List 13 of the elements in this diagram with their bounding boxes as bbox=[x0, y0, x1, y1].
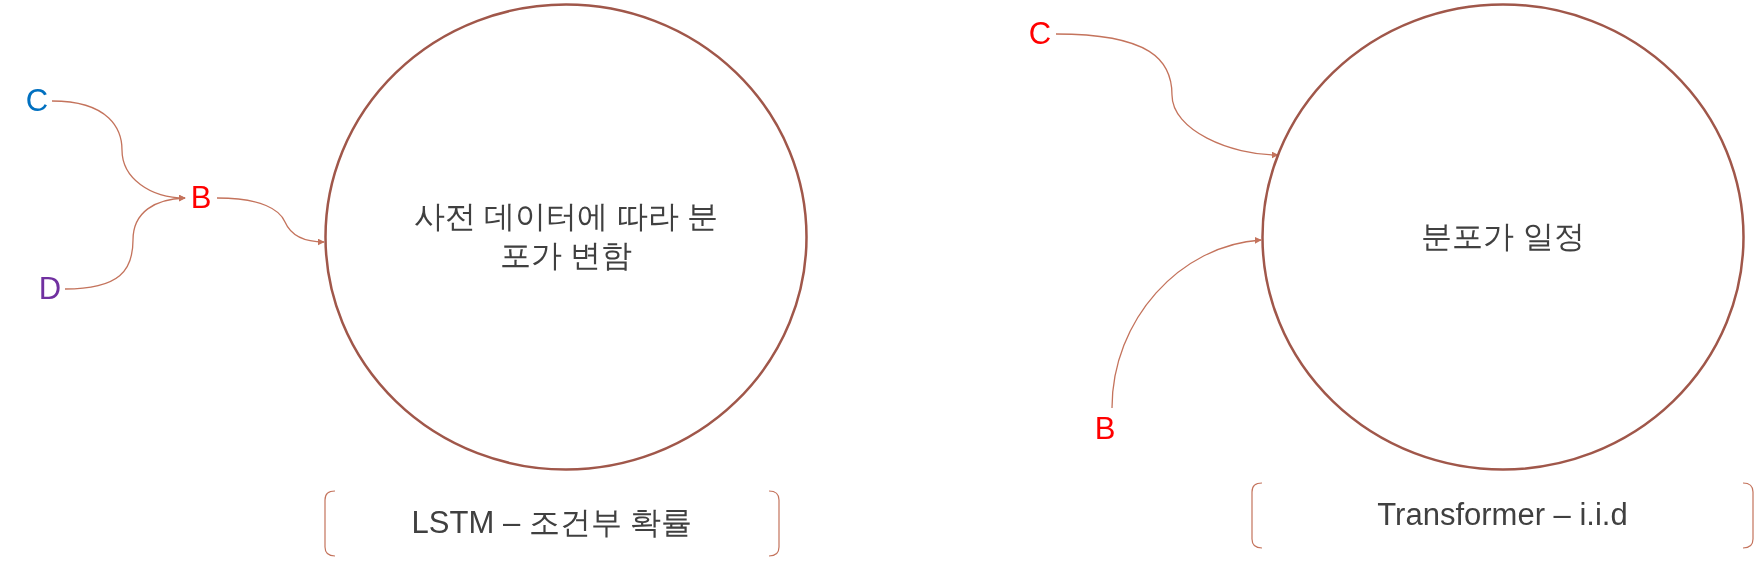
bracketed-label: LSTM – 조건부 확률 bbox=[323, 490, 781, 557]
curved-arrow bbox=[1111, 237, 1262, 409]
letter-label: C bbox=[22, 82, 52, 120]
curved-arrow bbox=[64, 194, 186, 290]
circle-node: 분포가 일정 bbox=[1261, 3, 1745, 471]
letter-label: D bbox=[35, 270, 65, 308]
curved-arrow bbox=[1055, 33, 1279, 159]
circle-node: 사전 데이터에 따라 분포가 변함 bbox=[324, 3, 808, 471]
curved-arrow bbox=[216, 197, 325, 246]
letter-label: B bbox=[1090, 410, 1120, 448]
letter-label: C bbox=[1025, 15, 1055, 53]
bracketed-label: Transformer – i.i.d bbox=[1250, 482, 1755, 549]
letter-label: B bbox=[186, 179, 216, 217]
